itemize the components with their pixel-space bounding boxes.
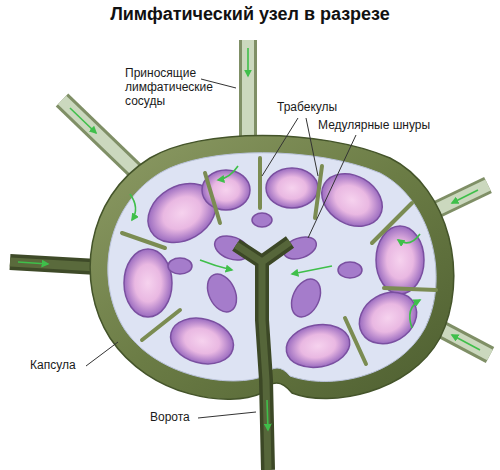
leader-lines-part (308, 135, 356, 238)
cortical-lobules-part (376, 226, 424, 294)
vessel-flow-arrows-part (452, 190, 478, 203)
vessel-lumen-part (242, 40, 254, 145)
medullary-cords-part (338, 262, 362, 278)
capsule (90, 136, 454, 400)
trabeculae-part (384, 288, 436, 290)
lymph-flow-arrows-part (200, 260, 232, 270)
part-label: Ворота (150, 410, 190, 424)
trabeculae-part (258, 158, 262, 208)
medullary-cords-part (168, 258, 192, 274)
hilum-vessel-wall (236, 242, 290, 470)
trabeculae-part (122, 233, 165, 248)
trabeculae-part (205, 173, 220, 223)
vessel-flow-arrows-part (247, 48, 249, 76)
leader-lines-part (306, 118, 318, 176)
part-label: Трабекулы (277, 100, 337, 114)
vessel-flow-arrows-part (452, 335, 480, 350)
diagram-title: Лимфатический узел в разрезе (0, 4, 500, 25)
cortical-lobules (124, 163, 426, 372)
vessel-lumen-part (62, 100, 145, 180)
hilum-flow-arrows (267, 400, 268, 430)
vessel-flow-arrows (18, 48, 480, 350)
efferent-hilum-vessel (236, 242, 290, 470)
part-label: Приносящие лимфатические сосуды (125, 66, 225, 108)
cortical-lobules-part (283, 320, 353, 372)
cortical-lobules-part (350, 282, 426, 354)
medullary-cords-part (286, 274, 326, 321)
lymph-flow-arrows-part (398, 234, 420, 243)
medullary-cords-part (252, 213, 272, 227)
cortical-lobules-part (124, 249, 172, 317)
leader-lines-part (262, 118, 298, 176)
vessel-flow-arrows-part (70, 108, 96, 133)
medullary-cords-part (202, 269, 242, 316)
leader-lines-part (198, 412, 256, 418)
vessel-wall-part (62, 100, 145, 180)
lymph-node (90, 136, 454, 400)
vessel-flow-arrows-part (18, 262, 48, 264)
hilum-vessel-lumen (236, 242, 290, 470)
part-label: Капсула (30, 358, 76, 372)
cortical-lobules-part (266, 168, 318, 208)
trabeculae-part (142, 310, 180, 340)
trabeculae (122, 158, 436, 364)
lymph-flow-arrows-part (410, 300, 420, 328)
cortical-lobules-part (312, 163, 391, 237)
lymph-flow-arrows-part (218, 166, 238, 180)
trabeculae-part (345, 318, 366, 364)
node-interior (108, 153, 436, 382)
vessel-wall-part (239, 40, 257, 145)
part-label: Медулярные шнуры (318, 118, 430, 132)
leader-lines-part (86, 342, 118, 366)
leader-lines (86, 79, 356, 418)
cortical-lobules-part (165, 311, 238, 370)
lymph-flow-arrows-part (130, 194, 136, 220)
lymph-flow-arrows-part (292, 266, 332, 274)
trabeculae-part (372, 203, 412, 243)
